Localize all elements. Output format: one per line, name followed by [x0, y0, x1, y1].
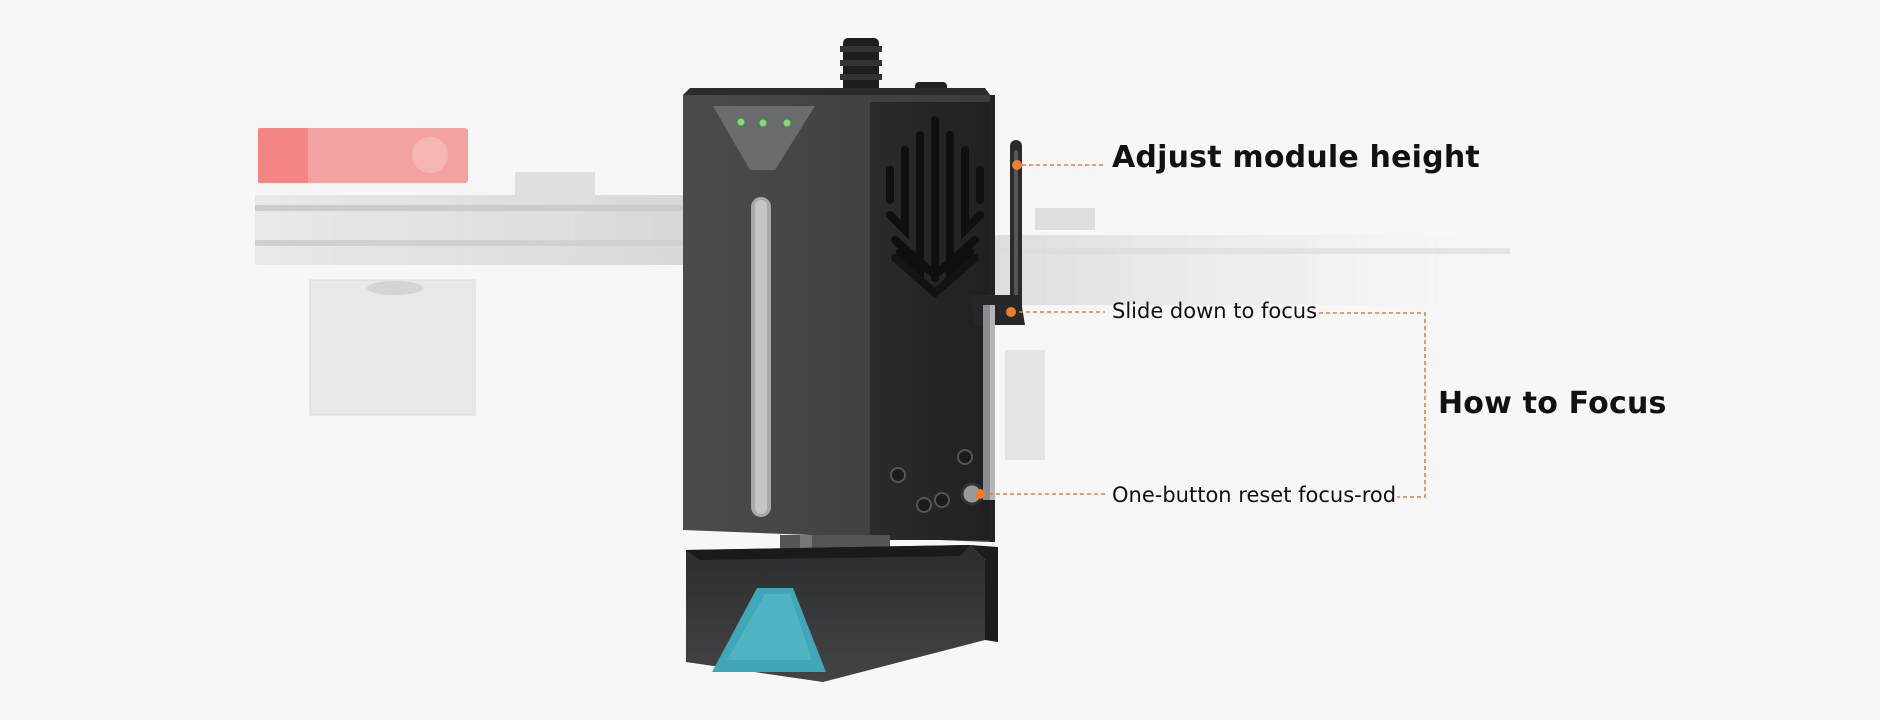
- slide-down-label: Slide down to focus: [1112, 299, 1318, 323]
- annotation-dots: [975, 160, 1022, 499]
- led-indicator: [737, 118, 745, 126]
- how-to-focus-label: How to Focus: [1438, 386, 1667, 421]
- annotation-lines: [982, 164, 1426, 498]
- adjust-height-label: Adjust module height: [1112, 140, 1480, 175]
- led-indicator: [783, 119, 791, 127]
- rail-assembly: [255, 172, 1510, 460]
- red-component: [258, 128, 468, 183]
- reset-rod-label: One-button reset focus-rod: [1112, 483, 1397, 507]
- vent-icon: [886, 116, 984, 299]
- led-indicator: [759, 119, 767, 127]
- laser-module: [683, 38, 1025, 682]
